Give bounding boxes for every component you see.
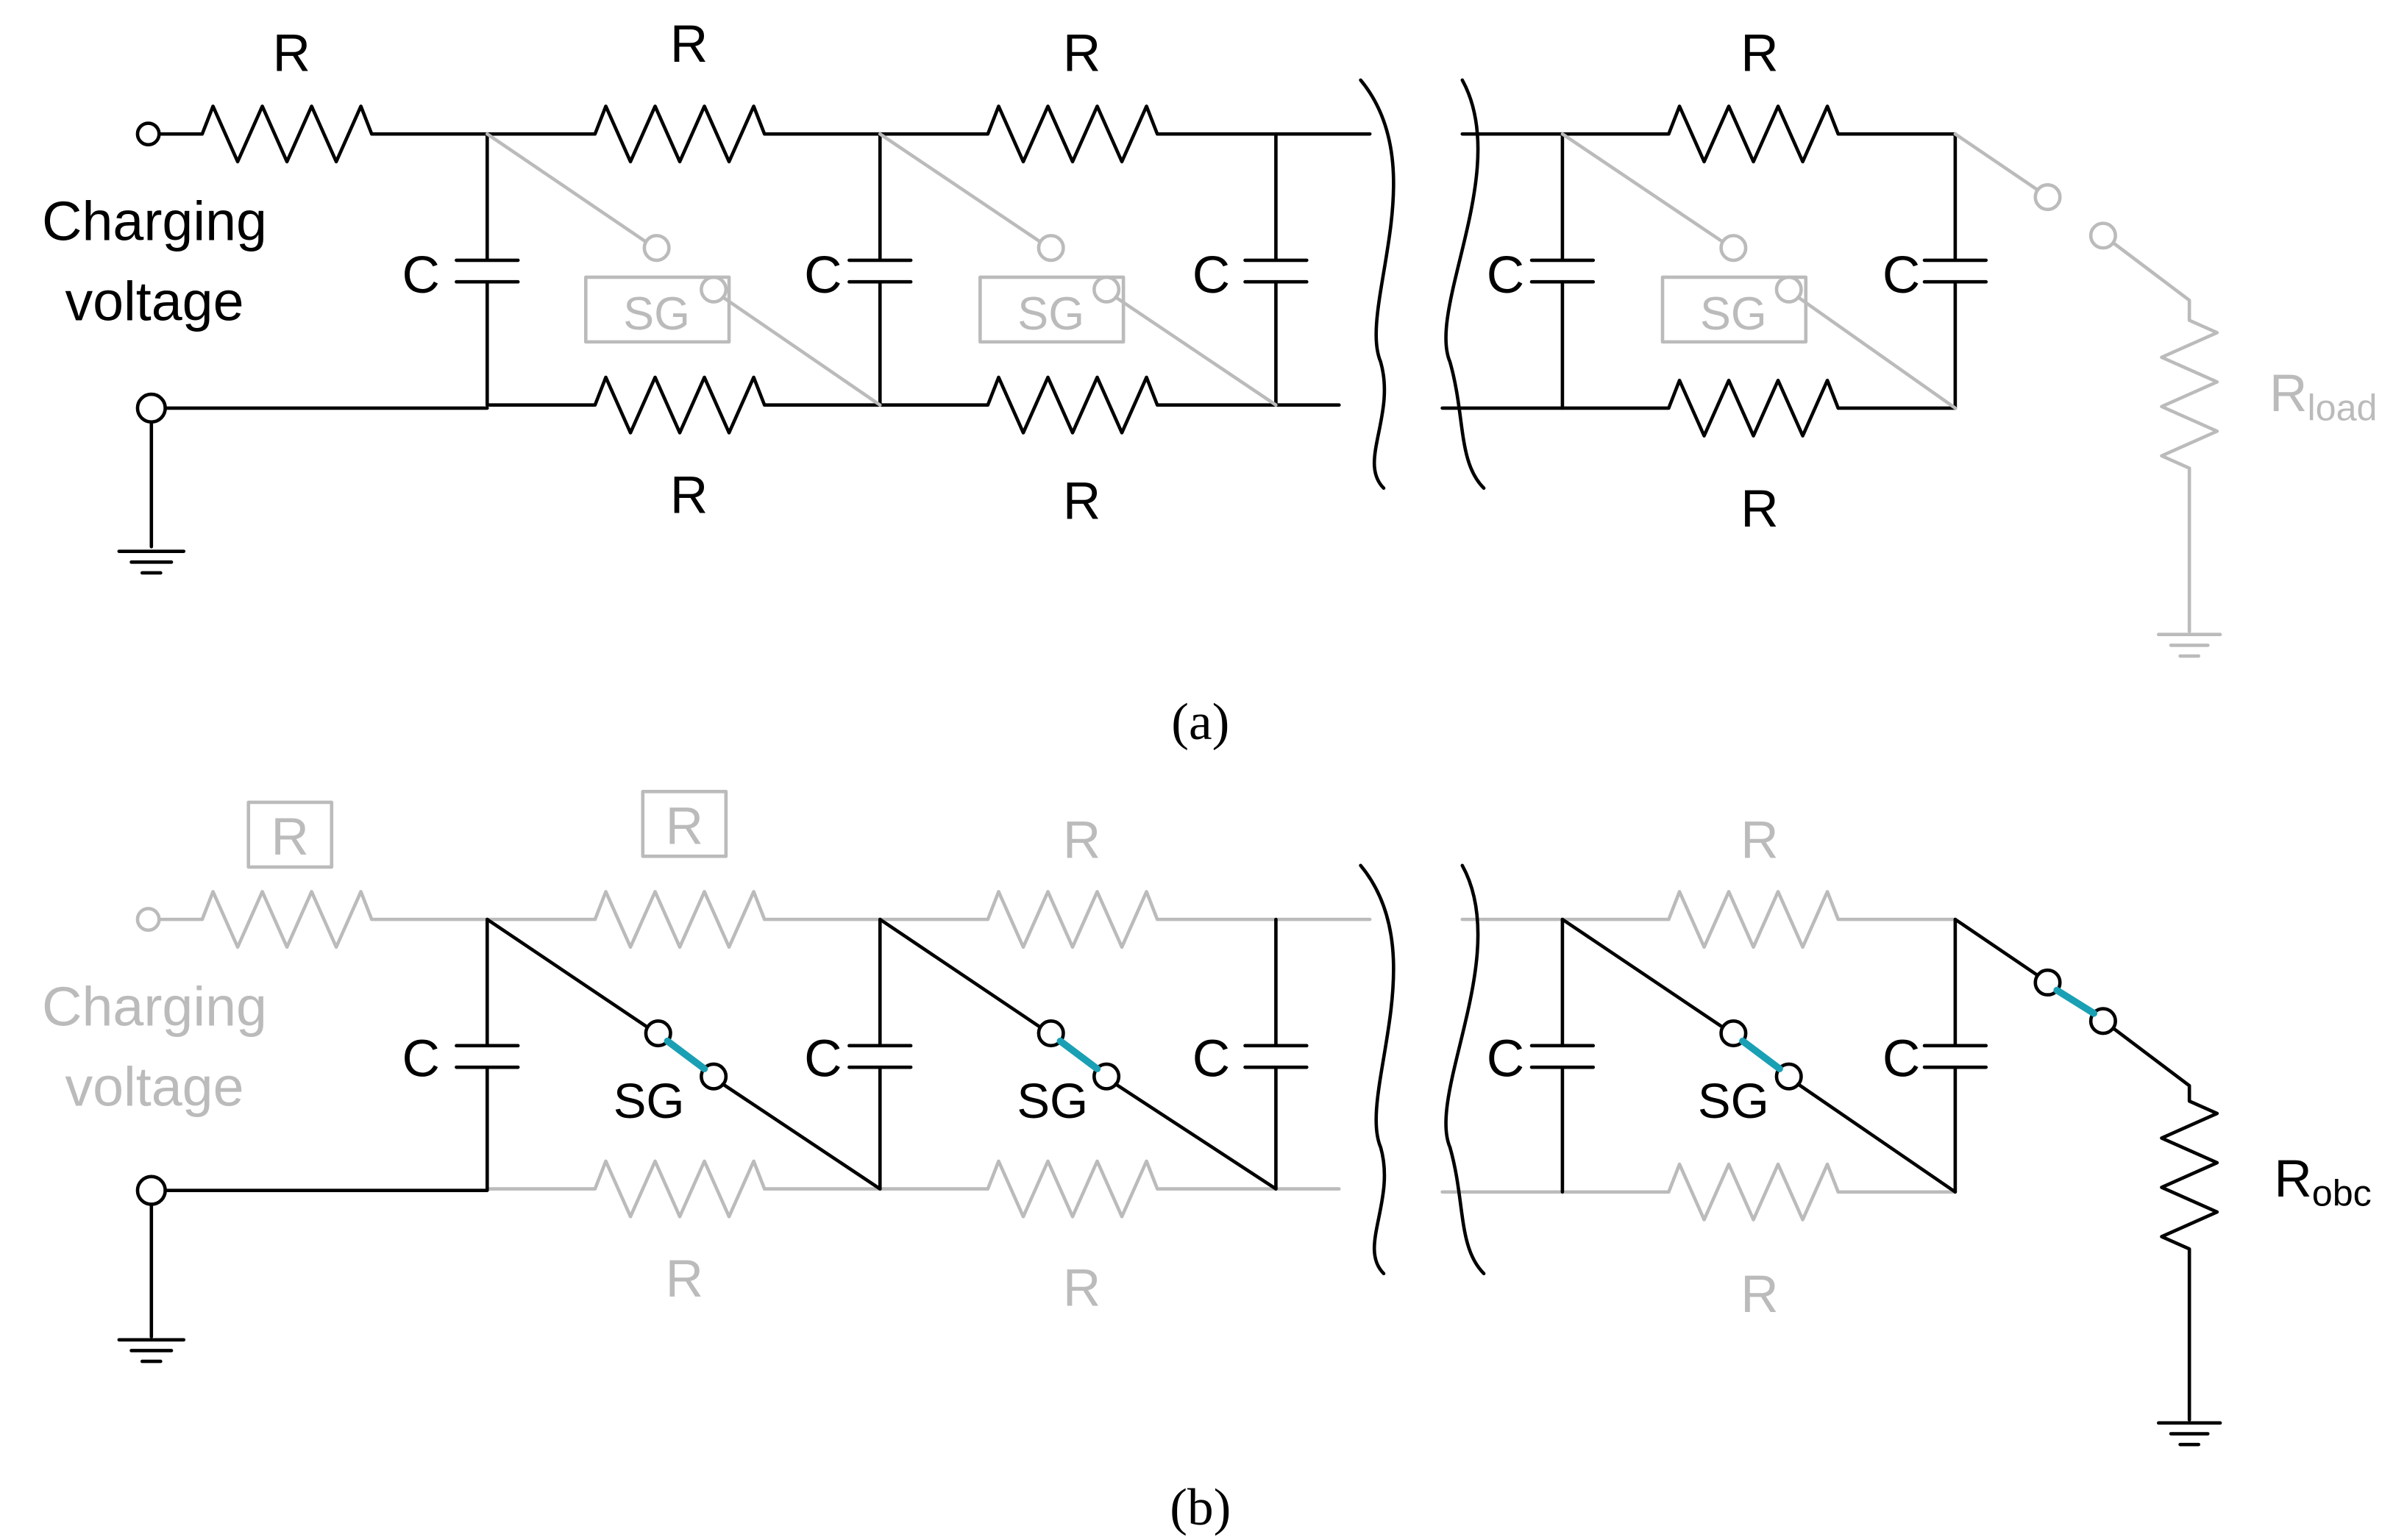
label-r: R [666,798,703,856]
bottom-resistors [485,375,1958,438]
label-sg: SG [1017,1074,1088,1129]
panel-b-discharging: R R R R R R R C C C C C SG SG SG Chargin… [42,790,2372,1537]
charging-label-line1: Charging [42,976,267,1038]
label-r: R [1063,811,1101,869]
charging-label-line2: voltage [65,271,243,332]
label-r: R [670,15,708,74]
label-sg: SG [623,288,690,340]
charging-label-line2: voltage [65,1055,243,1117]
label-r: R [666,1250,703,1308]
label-r: R [1741,1266,1778,1324]
label-c: C [1882,246,1920,304]
label-r: R [1741,811,1778,869]
spark-gaps-inactive [485,132,2222,658]
panel-a-charging: R R R R R R R C C C C C SG SG SG Chargin… [42,15,2377,751]
label-r: R [271,808,309,866]
charging-label-line1: Charging [42,190,267,252]
input-terminal [135,104,489,164]
robc-label: Robc [2274,1150,2371,1214]
spark-arcs [664,986,2098,1072]
label-r: R [1741,24,1778,82]
label-sg: SG [1698,1074,1769,1129]
top-resistors [485,104,1958,164]
label-c: C [1487,1030,1524,1088]
break-marks [1359,78,1486,491]
label-r: R [273,24,310,82]
discharge-path [117,863,2222,1447]
label-c: C [804,246,842,304]
inactive-network [135,790,1958,1222]
label-c: C [804,1030,842,1088]
label-c: C [402,1030,440,1088]
caption-a: (a) [1171,694,1229,751]
label-c: C [1192,1030,1230,1088]
label-sg: SG [1700,288,1767,340]
labels-b: R R R R R R R C C C C C SG SG SG Chargin… [42,798,2372,1537]
rload-label: Rload [2269,365,2377,429]
label-c: C [1487,246,1524,304]
label-r: R [1063,473,1101,531]
label-sg: SG [614,1074,685,1129]
capacitors [455,132,1988,410]
label-c: C [402,246,440,304]
ground-terminal [117,392,489,575]
label-sg: SG [1017,288,1084,340]
label-r: R [1063,24,1101,82]
label-r: R [1741,480,1778,538]
labels-a: R R R R R R R C C C C C SG SG SG Chargin… [42,15,2377,751]
label-c: C [1882,1030,1920,1088]
caption-b: (b) [1170,1479,1231,1536]
label-r: R [1063,1260,1101,1318]
label-r: R [670,466,708,524]
label-c: C [1192,246,1230,304]
